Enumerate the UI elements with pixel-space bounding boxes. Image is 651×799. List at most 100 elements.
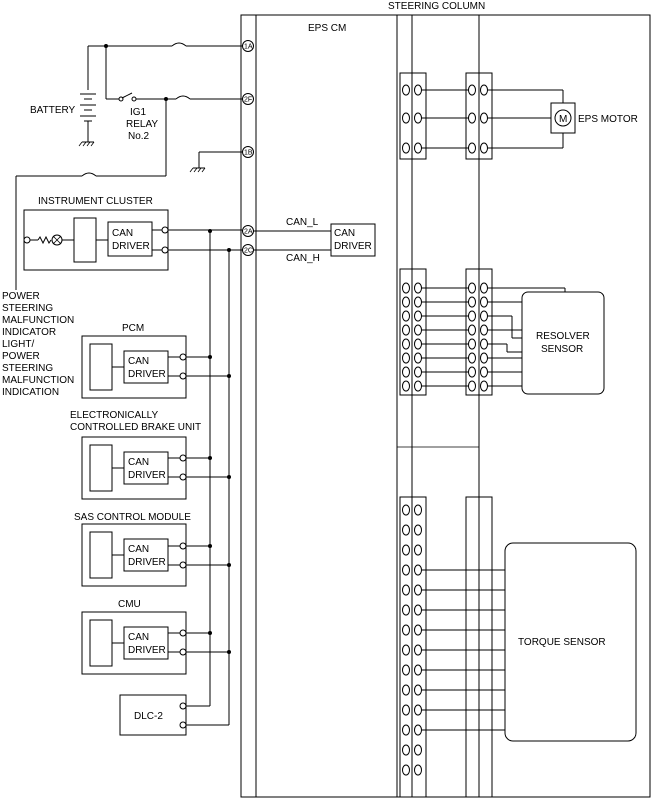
connector-pin <box>468 366 476 378</box>
indicator-label: POWER STEERING MALFUNCTION INDICATOR LIG… <box>2 291 74 398</box>
connector-pin <box>414 604 422 616</box>
brake-unit-label-1: ELECTRONICALLY <box>70 410 159 421</box>
connector-pin <box>402 524 410 536</box>
brake-can-label: CAN <box>128 457 149 468</box>
torque-sensor-label: TORQUE SENSOR <box>518 637 606 648</box>
connector-pin <box>468 324 476 336</box>
connector-blocks <box>399 72 493 798</box>
connector-pin <box>480 282 488 294</box>
connector-pin <box>414 112 422 124</box>
svg-text:POWER: POWER <box>2 291 40 302</box>
connector-pin <box>468 282 476 294</box>
connector-pin <box>468 338 476 350</box>
eps-motor: M <box>550 90 576 148</box>
cmu-driver-label: DRIVER <box>128 645 166 656</box>
connector-pin <box>402 764 410 776</box>
connector-pin <box>468 310 476 322</box>
svg-text:POWER: POWER <box>2 351 40 362</box>
connector-pin <box>468 142 476 154</box>
connector-pin <box>414 564 422 576</box>
connector-pin <box>402 564 410 576</box>
eps-cm-frame <box>240 14 651 798</box>
cmu-module <box>81 611 231 675</box>
connector-pin <box>468 112 476 124</box>
eps-can-driver <box>330 223 376 257</box>
eps-cm-label: EPS CM <box>308 23 346 34</box>
instrument-cluster <box>15 209 242 290</box>
pcm-driver-label: DRIVER <box>128 369 166 380</box>
svg-text:2C: 2C <box>244 248 253 255</box>
connector-pin <box>402 310 410 322</box>
can-h-label: CAN_H <box>286 253 320 264</box>
connector-pin <box>414 142 422 154</box>
connector-pin <box>414 724 422 736</box>
svg-text:2F: 2F <box>244 97 252 104</box>
connector-pin <box>480 338 488 350</box>
cmu-label: CMU <box>118 599 141 610</box>
torque-sensor <box>504 542 637 742</box>
connector-pin <box>468 84 476 96</box>
connector-pin <box>414 504 422 516</box>
connector-pin <box>402 504 410 516</box>
connector-pin <box>402 684 410 696</box>
connector-pin <box>402 744 410 756</box>
svg-text:MALFUNCTION: MALFUNCTION <box>2 315 74 326</box>
connector-pin <box>402 724 410 736</box>
svg-text:INDICATION: INDICATION <box>2 387 59 398</box>
connector-pin <box>414 380 422 392</box>
connector-pin <box>480 380 488 392</box>
relay-label-2: RELAY <box>126 119 158 130</box>
sas-label: SAS CONTROL MODULE <box>74 512 191 523</box>
power-circuit <box>15 42 242 240</box>
terminal-2c: 2C <box>242 244 254 256</box>
brake-unit-label-2: CONTROLLED BRAKE UNIT <box>70 422 201 433</box>
sensor-wires <box>421 89 566 731</box>
connector-pin <box>402 296 410 308</box>
connector-pin <box>480 366 488 378</box>
dlc2-module <box>119 694 229 736</box>
steering-column-label: STEERING COLUMN <box>388 1 485 12</box>
svg-text:2A: 2A <box>244 229 253 236</box>
eps-motor-label: EPS MOTOR <box>578 114 638 125</box>
connector-pin <box>414 366 422 378</box>
svg-text:MALFUNCTION: MALFUNCTION <box>2 375 74 386</box>
connector-pin <box>414 524 422 536</box>
connector-pin <box>414 704 422 716</box>
svg-text:STEERING: STEERING <box>2 363 53 374</box>
eps-driver-label: DRIVER <box>334 241 372 252</box>
dlc2-label: DLC-2 <box>134 711 163 722</box>
connector-pin <box>480 352 488 364</box>
terminal-2f: 2F <box>242 93 254 105</box>
connector-pin <box>402 604 410 616</box>
connector-pin <box>402 324 410 336</box>
sas-driver-label: DRIVER <box>128 557 166 568</box>
connector-pin <box>402 380 410 392</box>
brake-driver-label: DRIVER <box>128 470 166 481</box>
relay-label-1: IG1 <box>130 107 147 118</box>
cluster-can-label: CAN <box>112 228 133 239</box>
connector-pin <box>480 324 488 336</box>
svg-text:INDICATOR: INDICATOR <box>2 327 56 338</box>
connector-pin <box>414 352 422 364</box>
connector-pin <box>402 366 410 378</box>
connector-pin <box>402 624 410 636</box>
connector-pin <box>402 84 410 96</box>
connector-pin <box>402 544 410 556</box>
connector-pin <box>414 324 422 336</box>
connector-pin <box>414 544 422 556</box>
connector-pin <box>414 644 422 656</box>
terminal-2a: 2A <box>242 225 254 237</box>
terminal-1a: 1A <box>242 40 254 52</box>
connector-pin <box>414 584 422 596</box>
resolver-sensor <box>521 291 605 395</box>
motor-symbol: M <box>559 114 567 125</box>
terminal-1b: 1B <box>242 146 254 158</box>
connector-pin <box>480 310 488 322</box>
connector-pin <box>414 296 422 308</box>
connector-pin <box>414 282 422 294</box>
svg-text:1A: 1A <box>244 44 253 51</box>
connector-pin <box>414 684 422 696</box>
connector-pin <box>468 296 476 308</box>
resolver-label-1: RESOLVER <box>536 331 590 342</box>
